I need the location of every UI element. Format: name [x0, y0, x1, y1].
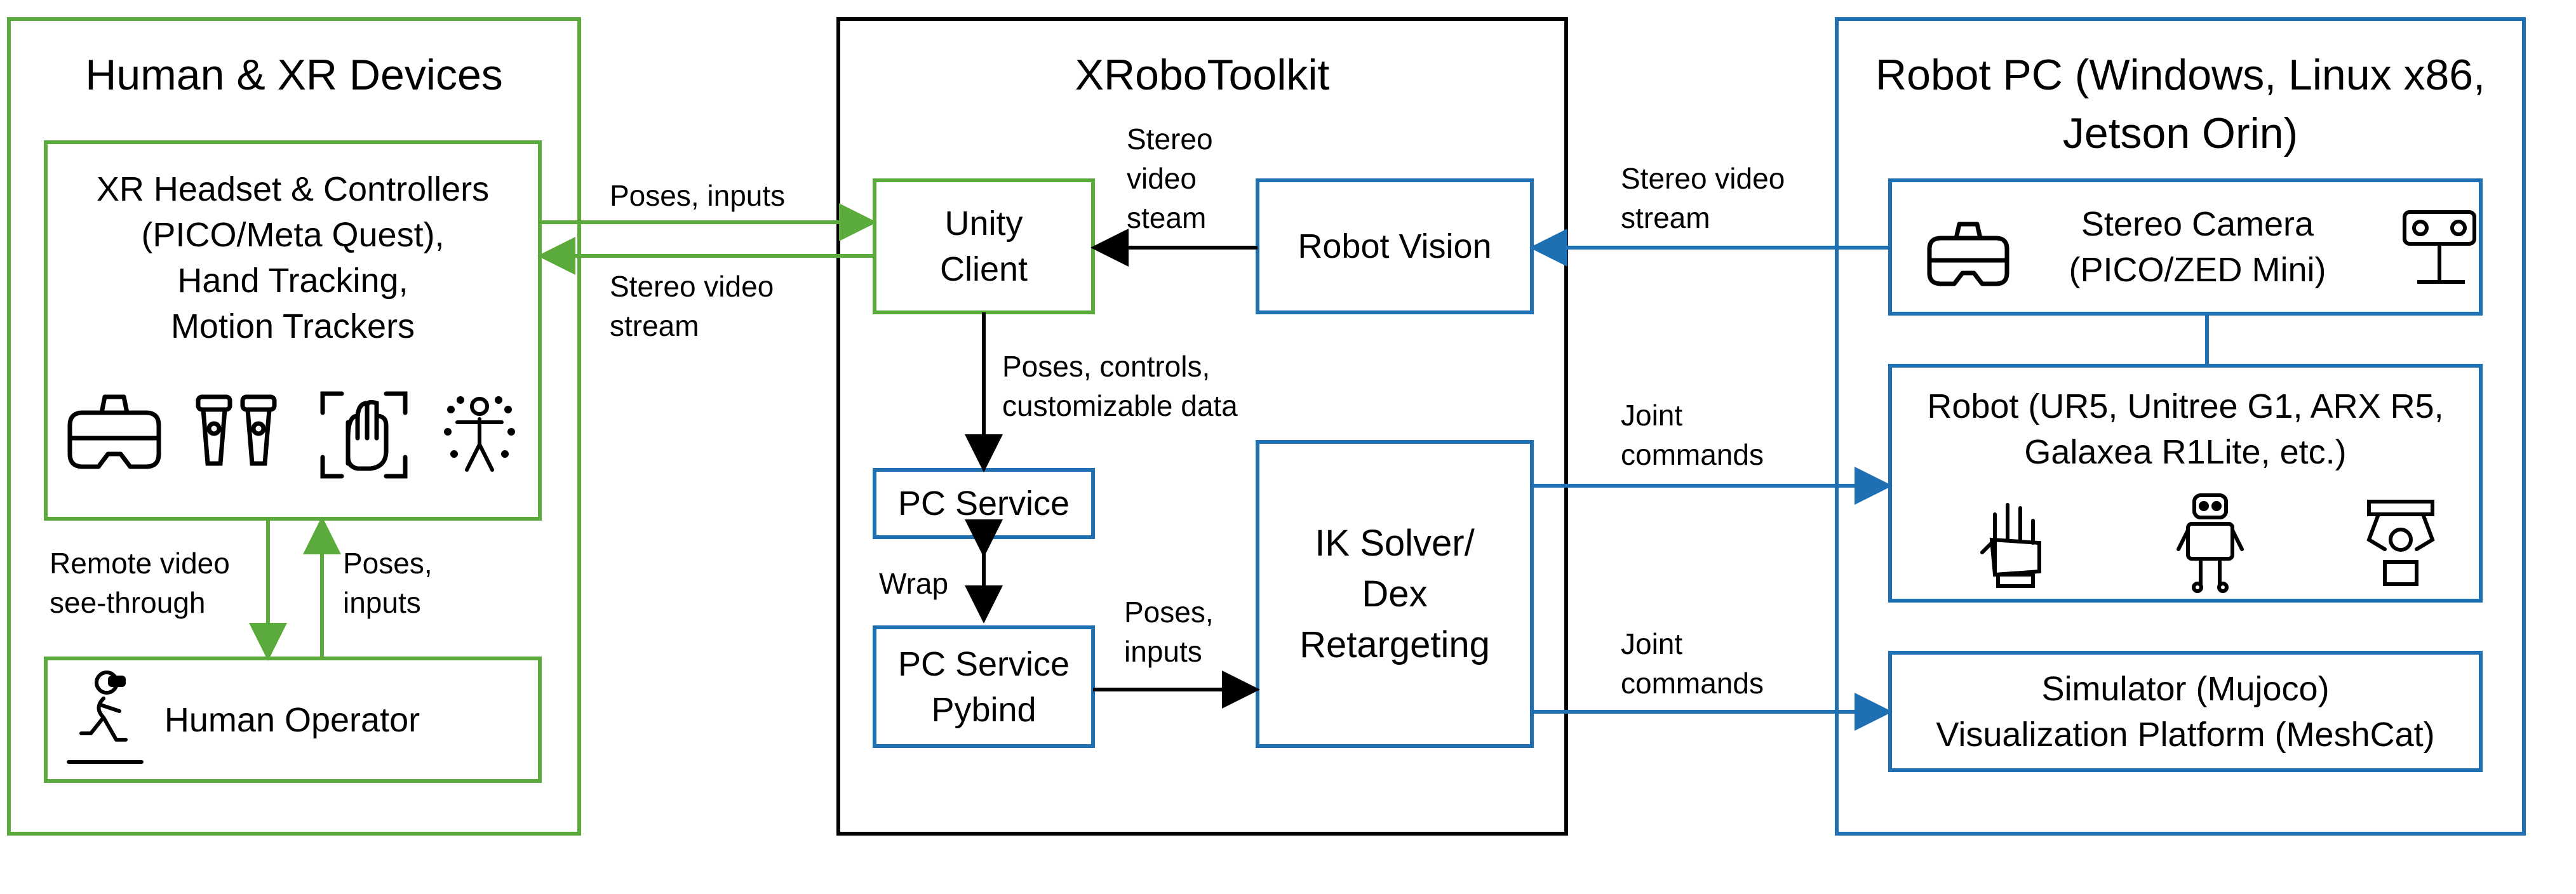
pc-service-pybind-line1: PC Service: [897, 644, 1070, 683]
human-group-border: [7, 17, 581, 836]
edge-label-poses-inputs-operator-line1: Poses,: [343, 547, 433, 580]
ik-solver-line3: Retargeting: [1299, 624, 1490, 665]
edge-label-pybind-to-ik: Poses, inputs: [1124, 592, 1214, 671]
edge-label-stereo-to-xr: Stereo video stream: [610, 267, 774, 345]
edge-label-joint-to-robot: Joint commands: [1621, 396, 1764, 474]
edge-label-stereo-to-unity-line3: steam: [1127, 201, 1207, 234]
xr-devices-line4: Motion Trackers: [170, 307, 415, 345]
toolkit-group-title: XRoboToolkit: [1075, 51, 1330, 99]
toolkit-group-border: [836, 17, 1568, 836]
robot-group-title-line1: Robot PC (Windows, Linux x86,: [1875, 51, 2485, 99]
edge-label-pybind-to-ik-line2: inputs: [1124, 635, 1202, 668]
edge-label-remote-video-line1: Remote video: [50, 547, 230, 580]
edge-label-unity-to-pc: Poses, controls, customizable data: [1002, 347, 1238, 425]
ik-solver-line1: IK Solver/: [1315, 522, 1475, 564]
edge-label-unity-to-pc-line1: Poses, controls,: [1002, 350, 1211, 383]
robot-group-title: Robot PC (Windows, Linux x86, Jetson Ori…: [1837, 46, 2524, 163]
edge-label-stereo-to-unity-line1: Stereo: [1127, 123, 1213, 156]
simulator-line2: Visualization Platform (MeshCat): [1936, 715, 2435, 754]
robot-label: Robot (UR5, Unitree G1, ARX R5, Galaxea …: [1890, 384, 2481, 475]
edge-label-joint-to-robot-line1: Joint: [1621, 399, 1683, 432]
pc-service-pybind-label: PC Service Pybind: [875, 627, 1093, 746]
stereo-camera-line2: (PICO/ZED Mini): [2069, 251, 2326, 289]
simulator-line1: Simulator (Mujoco): [2041, 669, 2330, 708]
edge-label-stereo-to-xr-line1: Stereo video: [610, 270, 774, 303]
human-operator-icon: [67, 670, 144, 764]
robot-line1: Robot (UR5, Unitree G1, ARX R5,: [1927, 387, 2444, 425]
edge-label-stereo-to-unity-line2: video: [1127, 162, 1197, 195]
edge-label-stereo-to-vision-line2: stream: [1621, 201, 1710, 234]
controllers-icon: [196, 394, 277, 466]
edge-label-joint-to-sim-line2: commands: [1621, 667, 1764, 700]
unity-client-line2: Client: [939, 250, 1028, 288]
edge-label-joint-to-sim: Joint commands: [1621, 624, 1764, 703]
motion-tracker-icon: [444, 396, 515, 472]
edge-label-stereo-to-vision-line1: Stereo video: [1621, 162, 1785, 195]
edge-label-pybind-to-ik-line1: Poses,: [1124, 596, 1214, 629]
edge-label-stereo-to-vision: Stereo video stream: [1621, 159, 1785, 237]
unity-client-label: Unity Client: [875, 180, 1093, 312]
ik-solver-line2: Dex: [1362, 573, 1428, 615]
pc-service-label: PC Service: [897, 484, 1070, 523]
zed-camera-icon: [2403, 210, 2476, 284]
hand-tracking-icon: [320, 391, 408, 479]
edge-label-remote-video-line2: see-through: [50, 586, 206, 619]
stereo-camera-line1: Stereo Camera: [2081, 205, 2314, 243]
edge-label-poses-inputs-operator: Poses, inputs: [343, 544, 433, 622]
simulator-label: Simulator (Mujoco) Visualization Platfor…: [1890, 653, 2481, 770]
vr-headset-icon: [67, 394, 161, 469]
edge-label-joint-to-robot-line2: commands: [1621, 438, 1764, 471]
human-group-title: Human & XR Devices: [85, 51, 503, 99]
robot-group-title-line2: Jetson Orin): [2062, 109, 2298, 157]
edge-label-stereo-to-xr-line2: stream: [610, 309, 699, 342]
robot-vision-label: Robot Vision: [1298, 227, 1492, 265]
edge-label-stereo-to-unity: Stereo video steam: [1127, 119, 1213, 237]
edge-label-remote-video: Remote video see-through: [50, 544, 230, 622]
robot-group-border: [1835, 17, 2526, 836]
pc-service-pybind-box: [873, 625, 1095, 748]
xr-devices-line1: XR Headset & Controllers: [96, 170, 490, 208]
ik-solver-box: [1256, 440, 1534, 748]
unity-client-line1: Unity: [944, 204, 1023, 243]
robot-gripper-icon: [2366, 500, 2435, 586]
xr-devices-line3: Hand Tracking,: [177, 262, 408, 300]
vr-headset-icon: [1927, 222, 2009, 286]
edge-label-joint-to-sim-line1: Joint: [1621, 627, 1683, 660]
edge-label-unity-to-pc-line2: customizable data: [1002, 389, 1238, 422]
xr-devices-label: XR Headset & Controllers (PICO/Meta Ques…: [46, 166, 540, 349]
stereo-camera-label: Stereo Camera (PICO/ZED Mini): [2020, 180, 2375, 314]
xr-devices-line2: (PICO/Meta Quest),: [141, 216, 445, 254]
robot-hand-icon: [1980, 503, 2041, 588]
ik-solver-label: IK Solver/ Dex Retargeting: [1258, 442, 1532, 746]
edge-label-poses-inputs-top: Poses, inputs: [610, 179, 786, 212]
humanoid-robot-icon: [2177, 493, 2244, 593]
robot-line2: Galaxea R1Lite, etc.): [2024, 433, 2347, 471]
human-operator-box: [44, 657, 542, 783]
human-operator-label: Human Operator: [164, 700, 420, 739]
edge-label-poses-inputs-operator-line2: inputs: [343, 586, 421, 619]
xr-devices-box: [44, 140, 542, 521]
pc-service-pybind-line2: Pybind: [931, 690, 1036, 729]
edge-label-wrap: Wrap: [879, 567, 949, 600]
